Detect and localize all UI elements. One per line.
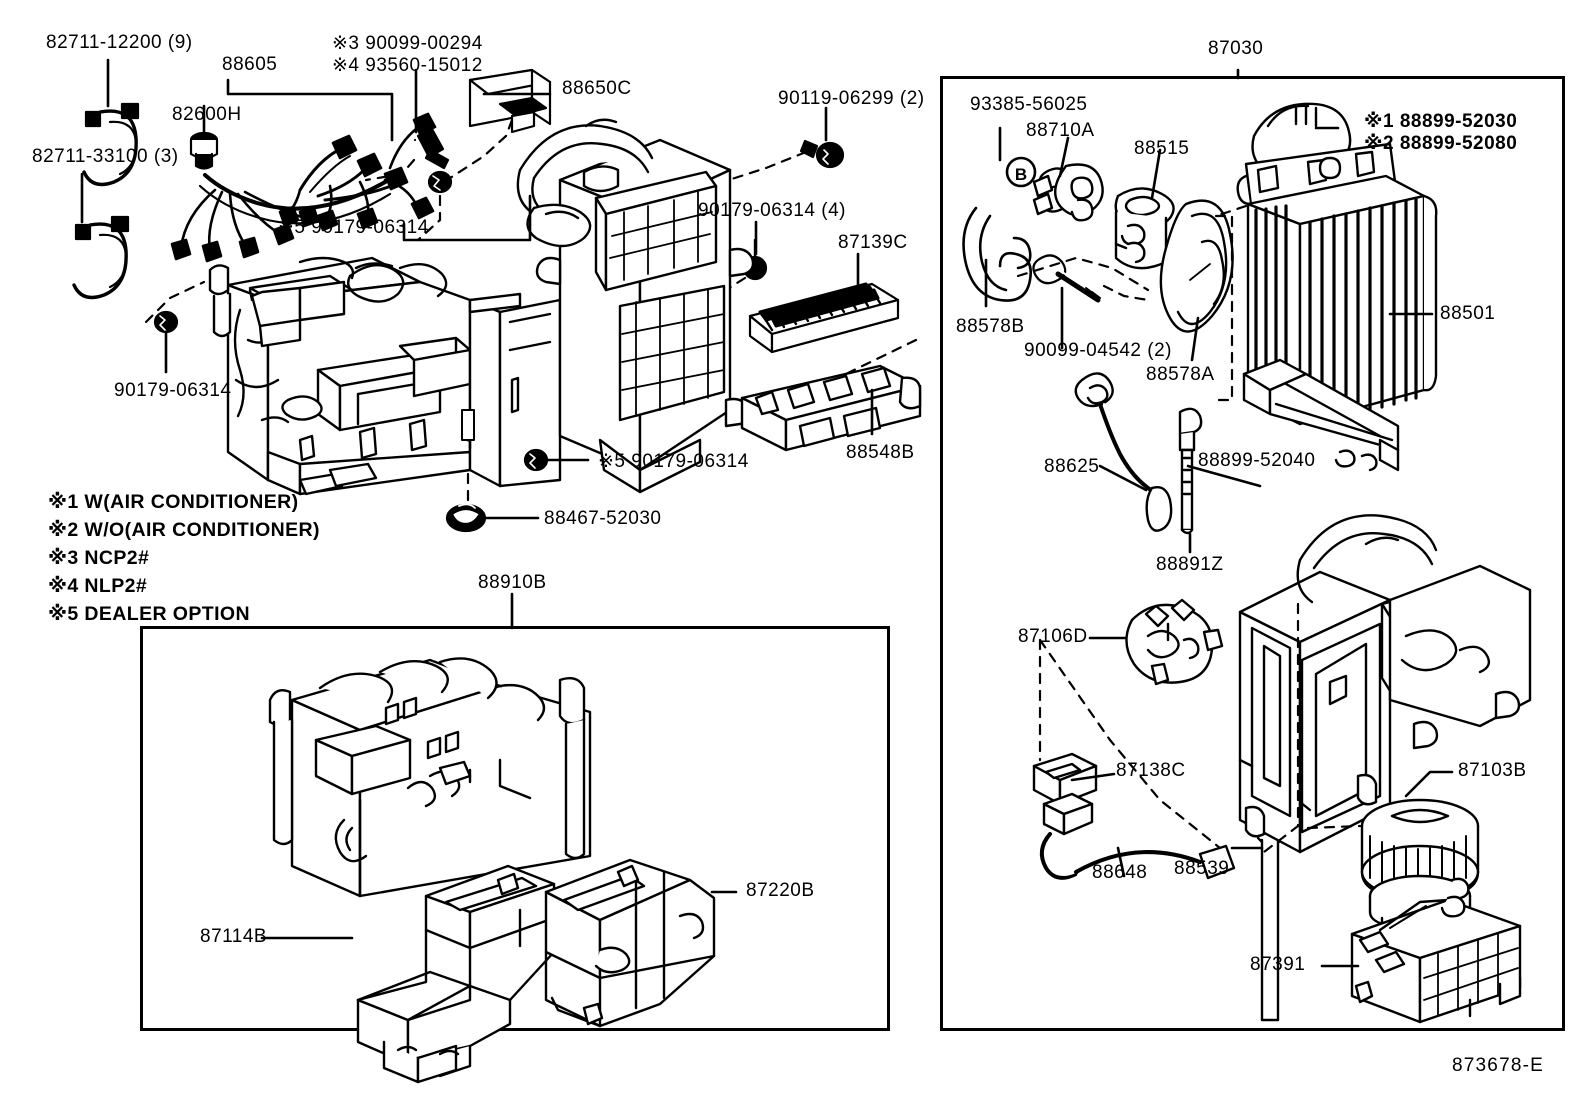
art-clamp-82711-12200	[82, 102, 140, 187]
note-1: ※1 W(AIR CONDITIONER)	[48, 491, 299, 513]
art-heater-core-88548B	[740, 364, 922, 452]
label-90119-06299: 90119-06299 (2)	[778, 88, 925, 109]
label-87138C: 87138C	[1116, 760, 1186, 781]
label-88891Z: 88891Z	[1156, 554, 1224, 575]
label-90179-06314-qty4: 90179-06314 (4)	[698, 200, 846, 221]
note-3: ※3 NCP2#	[48, 547, 150, 569]
label-87391: 87391	[1250, 954, 1306, 975]
panel-group-88910B	[140, 626, 890, 1031]
label-88648: 88648	[1092, 862, 1148, 883]
note-5: ※5 DEALER OPTION	[48, 603, 250, 625]
label-90099-00294: ※3 90099-00294	[332, 33, 483, 54]
art-nut-90179-c	[523, 448, 549, 472]
label-87220B: 87220B	[746, 880, 815, 901]
art-nut-90179-b	[742, 238, 768, 281]
art-nut-90179-d	[153, 310, 179, 334]
art-screw-93560-15012	[413, 127, 450, 170]
label-88910B: 88910B	[478, 572, 547, 593]
label-88467-52030: 88467-52030	[544, 508, 662, 529]
label-82711-33100: 82711-33100 (3)	[32, 146, 179, 167]
label-90179-06314-lower: ※5 90179-06314	[598, 451, 749, 472]
art-grommet-82600H	[189, 131, 219, 170]
art-dashed-leaders	[144, 118, 918, 504]
note-2: ※2 W/O(AIR CONDITIONER)	[48, 519, 320, 541]
panel-group-87030	[940, 76, 1565, 1031]
label-88578A: 88578A	[1146, 364, 1215, 385]
label-88501: 88501	[1440, 303, 1496, 324]
art-blower-case-left	[516, 118, 755, 494]
art-heater-case-assembly	[208, 256, 562, 496]
label-87030: 87030	[1208, 38, 1264, 59]
art-nut-90179-a	[427, 170, 453, 194]
label-87106D: 87106D	[1018, 626, 1088, 647]
label-88899-52080: ※2 88899-52080	[1364, 133, 1518, 154]
label-88515: 88515	[1134, 138, 1190, 159]
art-bolt-90119-06299	[799, 139, 845, 169]
label-87103B: 87103B	[1458, 760, 1527, 781]
label-90099-04542: 90099-04542 (2)	[1024, 340, 1172, 361]
label-87139C: 87139C	[838, 232, 908, 253]
label-90179-06314-upper: ※5 90179-06314	[278, 217, 429, 238]
label-82600H: 82600H	[172, 104, 242, 125]
label-88548B: 88548B	[846, 442, 915, 463]
label-88578B: 88578B	[956, 316, 1025, 337]
label-87114B: 87114B	[200, 926, 268, 947]
label-88605: 88605	[222, 54, 278, 75]
art-grommet-88467-52030	[445, 503, 487, 533]
art-filter-87139C	[748, 282, 900, 354]
label-82711-12200: 82711-12200 (9)	[46, 32, 193, 53]
label-88539: 88539	[1174, 858, 1230, 879]
label-90179-06314-left: 90179-06314	[114, 380, 232, 401]
diagram-reference-number: 873678-E	[1452, 1055, 1545, 1076]
label-88625: 88625	[1044, 456, 1100, 477]
label-93560-15012: ※4 93560-15012	[332, 55, 483, 76]
note-4: ※4 NLP2#	[48, 575, 148, 597]
label-88710A: 88710A	[1026, 120, 1095, 141]
art-relay-88650C	[468, 68, 552, 134]
label-93385-56025: 93385-56025	[970, 94, 1088, 115]
art-clamp-82711-33100	[72, 215, 130, 300]
label-88899-52030: ※1 88899-52030	[1364, 111, 1518, 132]
label-88899-52040: 88899-52040	[1198, 450, 1316, 471]
label-88650C: 88650C	[562, 78, 632, 99]
